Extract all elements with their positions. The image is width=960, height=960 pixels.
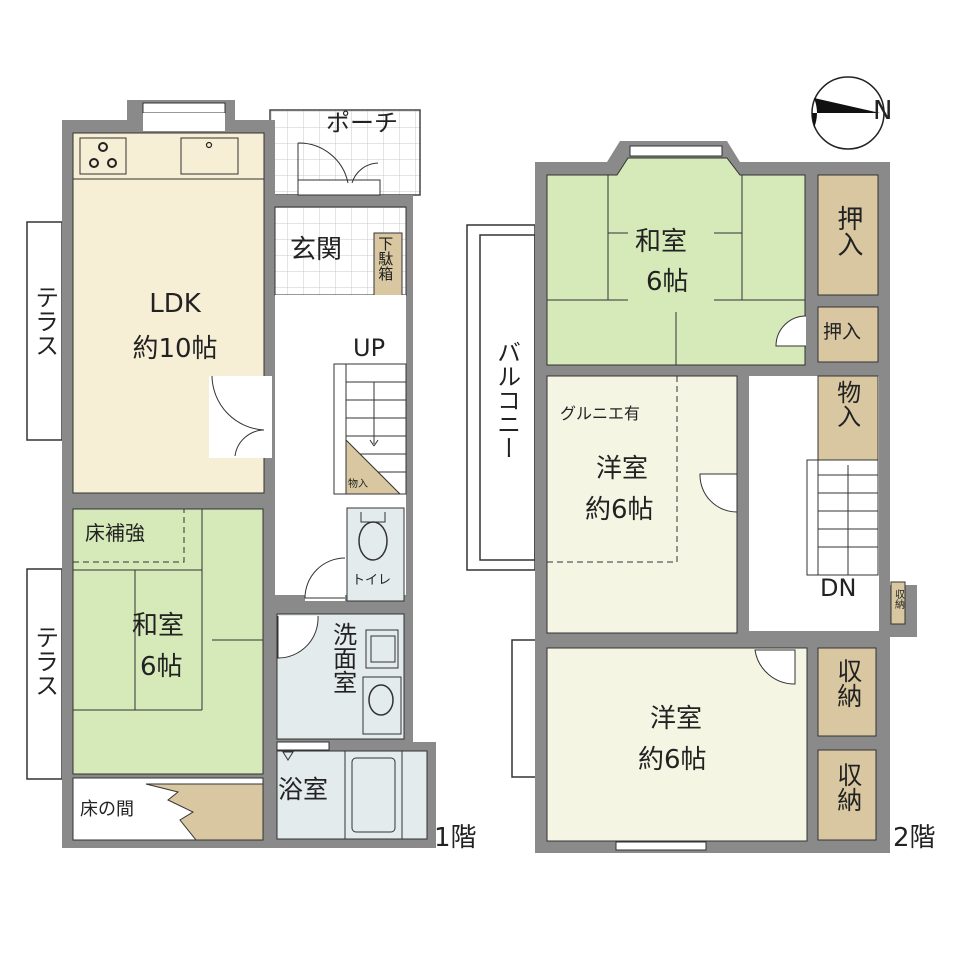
yoshitsu2-size: 約6帖 <box>638 745 707 775</box>
up-label: UP <box>353 334 386 362</box>
floor1-plan <box>26 100 436 848</box>
compass-north-label: N <box>873 96 893 126</box>
bath-label: 浴室 <box>278 775 329 804</box>
washroom-label: 洗面室 <box>328 622 357 694</box>
entrance-label: 玄関 <box>290 235 343 265</box>
small-storage <box>890 581 906 625</box>
washitsu2-room <box>546 157 806 366</box>
yoshitsu1-room <box>546 375 738 634</box>
dn-label: DN <box>820 574 857 602</box>
porch-label: ポーチ <box>326 109 398 137</box>
floor1-label: 1階 <box>434 823 477 853</box>
storage-under-stairs <box>345 438 402 495</box>
terrace-top-label: テラス <box>30 285 59 357</box>
floor-reinforce-label: 床補強 <box>85 521 145 545</box>
grenier-note: グルニエ有 <box>560 404 641 423</box>
toilet-label: トイレ <box>352 573 392 588</box>
closet2-label: 収納 <box>833 762 863 812</box>
washitsu2-label: 和室 <box>635 227 688 257</box>
oshiire2-label: 押入 <box>823 321 862 343</box>
stairs-down <box>806 459 879 576</box>
ldk-label: LDK <box>149 289 201 319</box>
terrace-bottom <box>26 568 63 780</box>
tokonoma-label: 床の間 <box>80 799 134 820</box>
storage-under-stairs-label: 物入 <box>348 479 368 490</box>
closet1 <box>817 647 877 737</box>
washitsu1-size: 6帖 <box>140 652 183 682</box>
washitsu2-size: 6帖 <box>646 267 689 297</box>
yoshitsu1-label: 洋室 <box>596 454 649 484</box>
ldk-size: 約10帖 <box>132 334 218 364</box>
toilet-room <box>346 507 405 602</box>
small-storage-label: 収納 <box>892 589 904 609</box>
floor2-plan <box>466 141 917 853</box>
balcony-label: バルコニー <box>492 340 521 460</box>
closet2 <box>817 749 877 841</box>
yoshitsu2-room <box>546 647 808 842</box>
compass-icon <box>811 76 885 150</box>
terrace-bottom-label: テラス <box>30 625 59 697</box>
storage2-label: 物入 <box>832 380 861 428</box>
washitsu1-label: 和室 <box>132 611 185 641</box>
floor2-label: 2階 <box>893 823 936 853</box>
oshiire1-label: 押入 <box>832 205 863 257</box>
terrace-top <box>26 221 63 441</box>
washitsu1-room <box>72 508 264 775</box>
porch <box>269 109 421 196</box>
closet1-label: 収納 <box>833 658 863 708</box>
storage2 <box>817 375 879 461</box>
shoe-box-label: 下駄箱 <box>376 236 395 281</box>
sink <box>180 137 239 175</box>
yoshitsu2-label: 洋室 <box>650 704 703 734</box>
yoshitsu1-size: 約6帖 <box>585 495 654 525</box>
oshiire-small <box>817 306 879 363</box>
oshiire-large <box>817 174 879 296</box>
